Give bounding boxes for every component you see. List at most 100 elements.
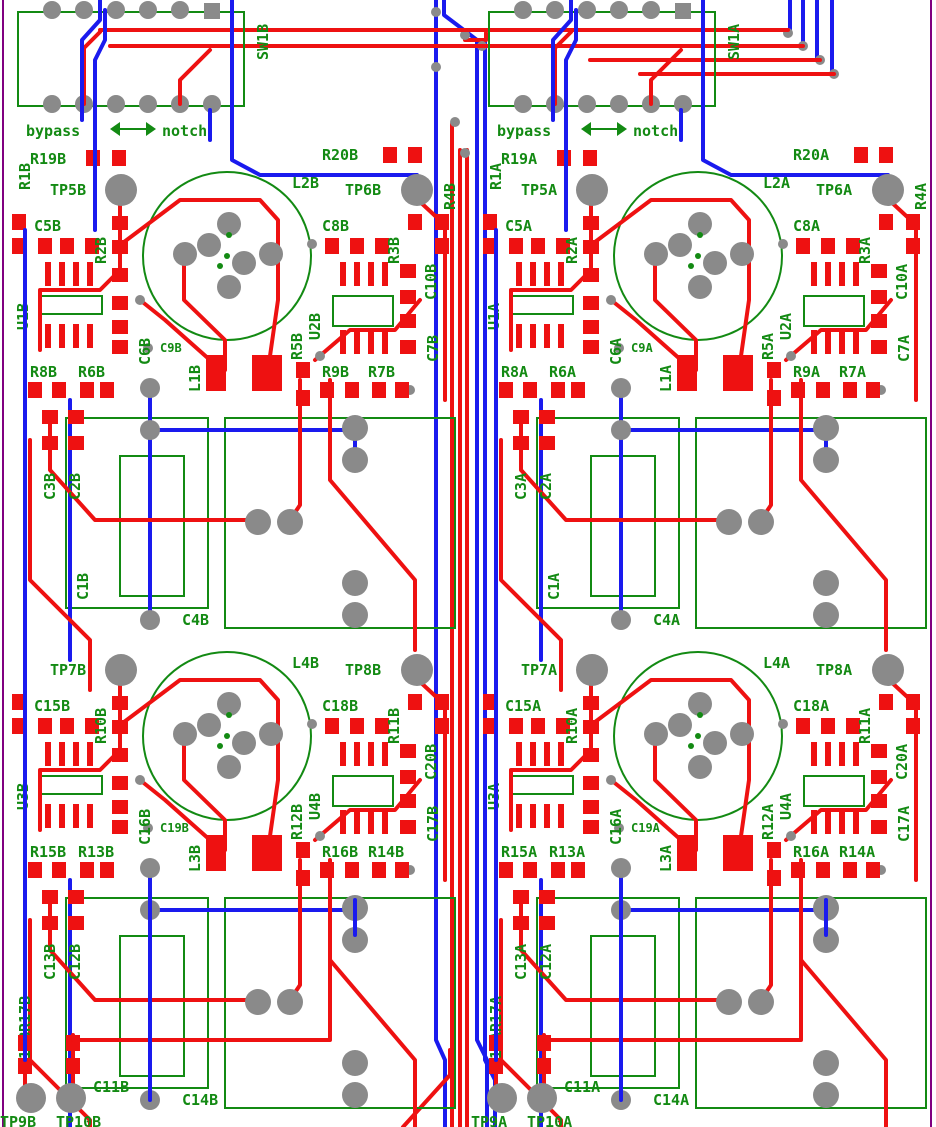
ic-pin bbox=[87, 742, 93, 766]
inductor-pin bbox=[668, 233, 692, 257]
smd-pad bbox=[68, 410, 84, 424]
cap-label: C13B bbox=[41, 944, 59, 980]
center-bus bbox=[98, 0, 839, 1127]
footprint-outline bbox=[65, 417, 209, 609]
smd-pad bbox=[60, 238, 74, 254]
smd-pad bbox=[583, 820, 599, 834]
switch-arrow-head-right bbox=[617, 122, 627, 136]
via bbox=[245, 509, 271, 535]
smd-pad bbox=[821, 718, 835, 734]
smd-pad bbox=[408, 147, 422, 163]
cap-label: C3B bbox=[41, 473, 59, 500]
res-label: R20B bbox=[322, 146, 358, 164]
pin1-dot bbox=[224, 733, 230, 739]
switch-pin bbox=[578, 1, 596, 19]
via bbox=[813, 927, 839, 953]
ic-pin bbox=[45, 324, 51, 348]
smd-pad bbox=[42, 916, 58, 930]
smd-pad bbox=[539, 916, 555, 930]
smd-pad bbox=[12, 718, 26, 734]
bus-red-diag bbox=[401, 1048, 452, 1127]
smd-pad bbox=[866, 382, 880, 398]
smd-pad bbox=[816, 862, 830, 878]
smd-pad bbox=[252, 355, 282, 391]
ic-pin bbox=[516, 262, 522, 286]
inductor-pin bbox=[644, 242, 668, 266]
switch-trace-blue bbox=[701, 0, 890, 177]
cap-label: C15A bbox=[505, 697, 541, 715]
smd-pad bbox=[52, 382, 66, 398]
switch-trace-blue bbox=[551, 0, 573, 122]
footprint-outline bbox=[695, 897, 927, 1109]
smd-pad bbox=[677, 355, 697, 391]
via bbox=[813, 602, 839, 628]
res-label: R6A bbox=[549, 363, 576, 381]
smd-pad bbox=[112, 696, 128, 710]
smd-pad bbox=[906, 238, 920, 254]
ic-pin bbox=[558, 262, 564, 286]
footprint-outline bbox=[224, 897, 456, 1109]
smd-pad bbox=[372, 862, 386, 878]
smd-pad bbox=[112, 748, 128, 762]
inductor-pin bbox=[688, 275, 712, 299]
switch-pin bbox=[139, 1, 157, 19]
res-label: R19B bbox=[30, 150, 66, 168]
ic-pin bbox=[382, 742, 388, 766]
cap-label: C18A bbox=[793, 697, 829, 715]
smd-pad bbox=[400, 744, 416, 758]
inductor-pad-label: L3A bbox=[657, 845, 675, 872]
small-via bbox=[315, 351, 325, 361]
inductor-pin bbox=[217, 212, 241, 236]
smd-pad bbox=[531, 238, 545, 254]
switch-pin bbox=[43, 1, 61, 19]
cap-label: C20B bbox=[422, 744, 440, 780]
smd-pad bbox=[531, 718, 545, 734]
smd-pad bbox=[879, 694, 893, 710]
switch-trace-blue bbox=[80, 0, 102, 122]
ic-outline bbox=[332, 775, 394, 807]
ic-pin bbox=[340, 742, 346, 766]
smd-pad bbox=[483, 694, 497, 710]
inductor-label: L2B bbox=[292, 174, 319, 192]
via bbox=[716, 989, 742, 1015]
smd-pad bbox=[252, 835, 282, 871]
via bbox=[342, 602, 368, 628]
ic-pin bbox=[853, 262, 859, 286]
ic-pin bbox=[382, 330, 388, 354]
smd-pad bbox=[80, 862, 94, 878]
bypass-label: bypass bbox=[497, 122, 551, 140]
cap-label: C8B bbox=[322, 217, 349, 235]
smd-pad bbox=[871, 820, 887, 834]
ic-pin bbox=[73, 324, 79, 348]
inductor-label: L4A bbox=[763, 654, 790, 672]
res-label: R10B bbox=[92, 708, 110, 744]
via bbox=[140, 610, 160, 630]
trace-red bbox=[589, 678, 751, 852]
smd-pad bbox=[68, 890, 84, 904]
test-point-label: TP9B bbox=[0, 1113, 36, 1127]
smd-pad bbox=[395, 862, 409, 878]
cap-label: C10B bbox=[422, 264, 440, 300]
small-via bbox=[606, 775, 616, 785]
test-point bbox=[872, 654, 904, 686]
smd-pad bbox=[796, 718, 810, 734]
res-label: R16B bbox=[322, 843, 358, 861]
ic-pin bbox=[59, 262, 65, 286]
via bbox=[813, 570, 839, 596]
res-label: R12A bbox=[759, 804, 777, 840]
switch-trace bbox=[178, 48, 212, 106]
smd-pad bbox=[112, 268, 128, 282]
notch-label: notch bbox=[162, 122, 207, 140]
cap-label: C14B bbox=[182, 1091, 218, 1109]
res-label: R8B bbox=[30, 363, 57, 381]
inductor-pin bbox=[730, 242, 754, 266]
inductor-pin bbox=[259, 722, 283, 746]
smd-pad bbox=[112, 216, 128, 230]
smd-pad bbox=[435, 694, 449, 710]
ic-pin bbox=[368, 262, 374, 286]
ic-pin bbox=[544, 324, 550, 348]
smd-pad bbox=[296, 842, 310, 858]
test-point-label: TP10A bbox=[527, 1113, 572, 1127]
test-point bbox=[105, 654, 137, 686]
smd-pad bbox=[68, 436, 84, 450]
